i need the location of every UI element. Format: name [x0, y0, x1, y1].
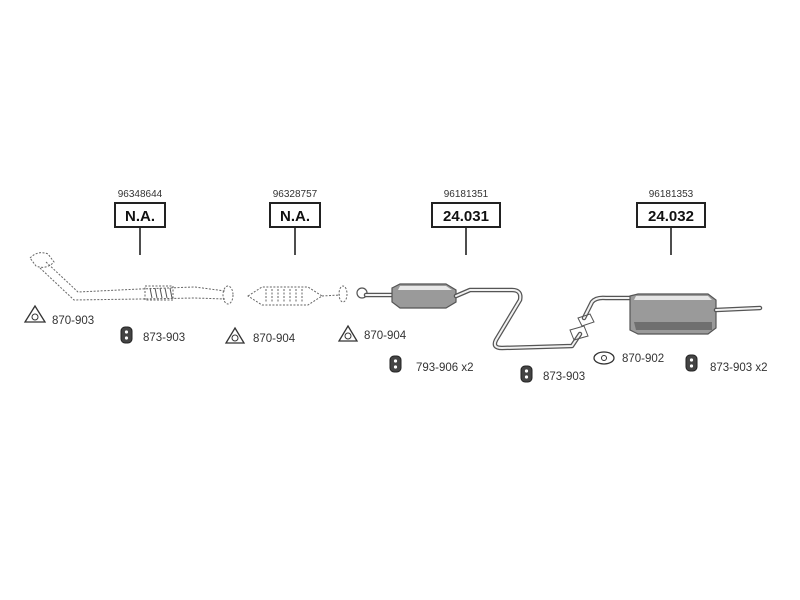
front-pipe-sketch — [29, 252, 234, 305]
accessory-label-873-903-x2: 873-903 x2 — [710, 362, 768, 374]
accessory-label-870-902: 870-902 — [622, 353, 664, 365]
gasket-icon — [224, 326, 246, 344]
part-callout-front-pipe: 96348644 N.A. — [114, 189, 166, 255]
middle-silencer-sketch — [356, 283, 589, 351]
accessory-label-870-904: 870-904 — [364, 330, 407, 342]
inlet-flange — [577, 313, 595, 327]
reference-box — [269, 202, 321, 228]
oe-number: 96181353 — [649, 189, 694, 200]
reference-label: 24.031 — [443, 208, 489, 225]
accessory-label-870-903: 870-903 — [52, 315, 94, 327]
oe-number: 96328757 — [273, 189, 318, 200]
rear-silencer-sketch — [577, 293, 763, 335]
flange-gasket-icon — [593, 351, 615, 365]
rubber-hanger-icon — [520, 365, 533, 383]
oe-number: 96348644 — [118, 189, 163, 200]
oe-number: 96181351 — [444, 189, 489, 200]
gasket-icon — [23, 304, 47, 323]
outlet-flange — [569, 325, 589, 341]
part-callout-catalytic-converter: 96328757 N.A. — [269, 189, 321, 255]
reference-label: N.A. — [280, 208, 310, 225]
reference-box — [431, 202, 501, 228]
part-callout-rear-silencer: 96181353 24.032 — [636, 189, 706, 255]
reference-label: N.A. — [125, 208, 155, 225]
catalytic-converter-sketch — [247, 285, 348, 306]
accessory-label-870-904: 870-904 — [253, 333, 296, 345]
rubber-hanger-icon — [120, 326, 133, 344]
flex-section-icon — [144, 285, 174, 301]
rubber-hanger-icon — [389, 355, 402, 373]
rubber-hanger-icon — [685, 354, 698, 372]
accessory-label-793-906-x2: 793-906 x2 — [416, 362, 474, 374]
accessory-label-873-903: 873-903 — [543, 371, 585, 383]
reference-label: 24.032 — [648, 208, 694, 225]
gasket-icon — [337, 324, 359, 342]
accessory-label-873-903: 873-903 — [143, 332, 185, 344]
part-callout-middle-silencer: 96181351 24.031 — [431, 189, 501, 255]
